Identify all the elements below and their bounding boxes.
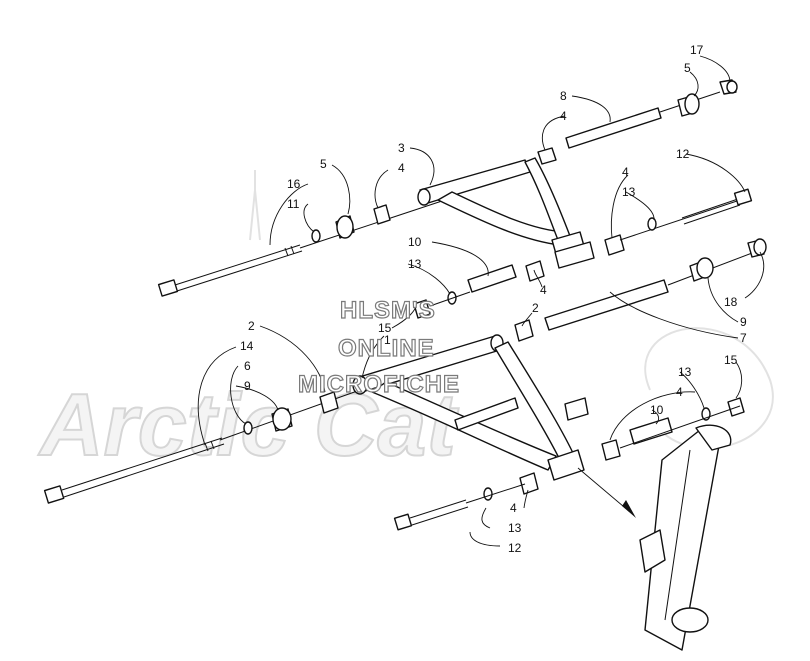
- callout-13: 13: [622, 185, 636, 199]
- bushing-9-right-face: [696, 257, 714, 279]
- shaft-8: [565, 107, 662, 149]
- callout-4: 4: [398, 161, 405, 175]
- callout-1: 1: [384, 333, 391, 347]
- cap-18-face: [753, 238, 767, 256]
- axis-line-right-upper: [619, 199, 741, 241]
- sleeve-10-upper: [467, 264, 517, 293]
- leader-lines: [197, 55, 765, 547]
- bushing-9-left-face: [272, 407, 292, 431]
- washer-13-upper: [647, 217, 657, 231]
- callout-3: 3: [398, 141, 405, 155]
- assembly-arrow-head: [622, 500, 636, 518]
- watermark-text: HLSM'S ONLINE MICROFICHE: [297, 296, 460, 398]
- callout-6: 6: [244, 359, 251, 373]
- washer-13-lower: [483, 487, 493, 501]
- callout-18: 18: [724, 295, 738, 309]
- nut-15-upper: [413, 299, 431, 319]
- bushing-2-left: [319, 391, 339, 414]
- callout-4: 4: [622, 165, 629, 179]
- watermark-line-1: HLSM'S: [340, 297, 436, 324]
- callout-9: 9: [740, 315, 747, 329]
- callout-14: 14: [240, 339, 254, 353]
- callout-13: 13: [678, 365, 692, 379]
- callout-12: 12: [676, 147, 690, 161]
- washer-11: [311, 229, 321, 243]
- callout-13: 13: [408, 257, 422, 271]
- callout-15: 15: [724, 353, 738, 367]
- assembly-arrow-line: [577, 467, 631, 513]
- callout-11: 11: [287, 197, 300, 211]
- callout-4: 4: [540, 283, 547, 297]
- callout-labels: 17 5 8 4 3 4 5 16 11 12 4 13 10 13 4 2 1…: [240, 43, 747, 555]
- bushing-5-top-face: [684, 93, 700, 115]
- bolt-12-lower: [393, 499, 469, 531]
- bushing-4-left: [373, 204, 391, 225]
- bushing-4-top: [537, 147, 557, 165]
- callout-17: 17: [690, 43, 704, 57]
- spindle: [639, 424, 732, 651]
- watermark-line-3: MICROFICHE: [298, 371, 460, 398]
- bushing-5-left-face: [336, 215, 354, 239]
- axis-line-upper: [299, 199, 446, 249]
- bushing-4-lower: [519, 472, 539, 495]
- bushing-4-right: [604, 234, 625, 256]
- axis-line-shaft-7: [667, 249, 761, 286]
- callout-2: 2: [248, 319, 255, 333]
- callout-5: 5: [684, 61, 691, 75]
- callout-4: 4: [560, 109, 567, 123]
- sleeve-10-lower: [629, 417, 673, 445]
- bushing-4-mid: [525, 260, 545, 282]
- upper-arm-assembly: [157, 79, 767, 331]
- callout-13: 13: [508, 521, 522, 535]
- callout-16: 16: [287, 177, 301, 191]
- callout-4: 4: [510, 501, 517, 515]
- bolt-14: [43, 437, 225, 504]
- watermark-spire-left: [249, 170, 261, 241]
- bolt-12-upper: [681, 188, 753, 225]
- callout-2: 2: [532, 301, 539, 315]
- callout-10: 10: [408, 235, 422, 249]
- callout-12: 12: [508, 541, 522, 555]
- lower-a-arm-1: [352, 334, 589, 481]
- callout-15: 15: [378, 321, 392, 335]
- lower-arm-assembly: [43, 319, 745, 651]
- nut-17-face: [726, 80, 738, 94]
- washer-6: [243, 421, 253, 435]
- arm-bushing-mid: [554, 241, 595, 269]
- bushing-4-lower-right: [601, 439, 621, 461]
- axis-line-lower-bolt: [465, 483, 526, 504]
- callout-9: 9: [244, 379, 251, 393]
- axis-line-lower-right: [619, 405, 741, 449]
- callout-7: 7: [740, 331, 747, 345]
- shaft-7: [544, 279, 669, 331]
- callout-4: 4: [676, 385, 683, 399]
- bolt-16: [157, 244, 303, 297]
- callout-8: 8: [560, 89, 567, 103]
- callout-10: 10: [650, 403, 664, 417]
- upper-a-arm-3: [417, 157, 585, 255]
- watermark-line-2: ONLINE: [338, 335, 435, 362]
- callout-5: 5: [320, 157, 327, 171]
- axis-line-mid: [429, 291, 471, 307]
